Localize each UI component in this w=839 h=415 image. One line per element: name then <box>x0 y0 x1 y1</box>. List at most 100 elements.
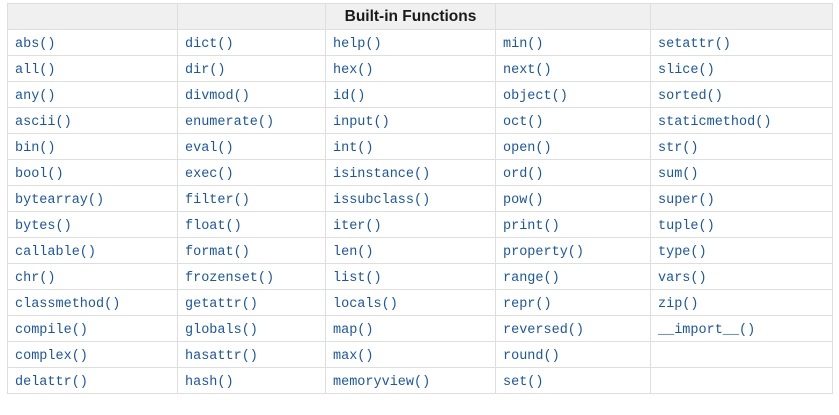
function-link-reversed[interactable]: reversed() <box>503 322 585 338</box>
table-row: compile() globals() map() reversed() __impor… <box>7 315 833 342</box>
function-link-bytes[interactable]: bytes() <box>15 218 72 234</box>
function-link-iter[interactable]: iter() <box>333 218 382 234</box>
function-link-id[interactable]: id() <box>333 88 366 104</box>
function-cell: object() <box>495 81 651 108</box>
header-cell-empty-4 <box>495 3 651 30</box>
function-link-pow[interactable]: pow() <box>503 192 544 208</box>
function-link-sum[interactable]: sum() <box>658 166 699 182</box>
function-link-hasattr[interactable]: hasattr() <box>185 348 258 364</box>
function-link-import[interactable]: __import__() <box>658 322 756 338</box>
function-link-min[interactable]: min() <box>503 36 544 52</box>
function-link-len[interactable]: len() <box>333 244 374 260</box>
function-link-map[interactable]: map() <box>333 322 374 338</box>
function-cell: float() <box>177 211 326 238</box>
function-link-ascii[interactable]: ascii() <box>15 114 72 130</box>
function-link-ord[interactable]: ord() <box>503 166 544 182</box>
function-link-callable[interactable]: callable() <box>15 244 97 260</box>
function-link-delattr[interactable]: delattr() <box>15 374 88 390</box>
function-cell: oct() <box>495 107 651 134</box>
function-cell: set() <box>495 367 651 394</box>
function-link-super[interactable]: super() <box>658 192 715 208</box>
function-cell: dict() <box>177 29 326 56</box>
function-link-exec[interactable]: exec() <box>185 166 234 182</box>
function-link-locals[interactable]: locals() <box>333 296 398 312</box>
function-link-next[interactable]: next() <box>503 62 552 78</box>
table-row: callable() format() len() property() type() <box>7 237 833 264</box>
function-link-float[interactable]: float() <box>185 218 242 234</box>
table-row: bytes() float() iter() print() tuple() <box>7 211 833 238</box>
function-link-staticmethod[interactable]: staticmethod() <box>658 114 772 130</box>
function-link-help[interactable]: help() <box>333 36 382 52</box>
function-link-dict[interactable]: dict() <box>185 36 234 52</box>
function-link-all[interactable]: all() <box>15 62 56 78</box>
function-link-slice[interactable]: slice() <box>658 62 715 78</box>
function-link-print[interactable]: print() <box>503 218 560 234</box>
function-link-abs[interactable]: abs() <box>15 36 56 52</box>
function-link-enumerate[interactable]: enumerate() <box>185 114 275 130</box>
function-cell: round() <box>495 341 651 368</box>
function-link-hash[interactable]: hash() <box>185 374 234 390</box>
function-link-divmod[interactable]: divmod() <box>185 88 250 104</box>
function-cell: map() <box>325 315 496 342</box>
function-link-repr[interactable]: repr() <box>503 296 552 312</box>
function-link-getattr[interactable]: getattr() <box>185 296 258 312</box>
function-link-object[interactable]: object() <box>503 88 568 104</box>
function-cell: property() <box>495 237 651 264</box>
table-row: chr() frozenset() list() range() vars() <box>7 263 833 290</box>
function-link-filter[interactable]: filter() <box>185 192 250 208</box>
function-link-vars[interactable]: vars() <box>658 270 707 286</box>
function-link-max[interactable]: max() <box>333 348 374 364</box>
function-cell: setattr() <box>650 29 833 56</box>
function-cell: staticmethod() <box>650 107 833 134</box>
function-cell: hex() <box>325 55 496 82</box>
function-link-range[interactable]: range() <box>503 270 560 286</box>
table-row: classmethod() getattr() locals() repr() zip(… <box>7 289 833 316</box>
function-cell: callable() <box>7 237 178 264</box>
function-link-sorted[interactable]: sorted() <box>658 88 723 104</box>
function-link-bool[interactable]: bool() <box>15 166 64 182</box>
function-link-oct[interactable]: oct() <box>503 114 544 130</box>
function-cell: id() <box>325 81 496 108</box>
function-cell: compile() <box>7 315 178 342</box>
function-cell: vars() <box>650 263 833 290</box>
function-link-list[interactable]: list() <box>333 270 382 286</box>
function-link-isinstance[interactable]: isinstance() <box>333 166 431 182</box>
function-link-compile[interactable]: compile() <box>15 322 88 338</box>
function-link-any[interactable]: any() <box>15 88 56 104</box>
function-link-globals[interactable]: globals() <box>185 322 258 338</box>
function-link-input[interactable]: input() <box>333 114 390 130</box>
function-cell: iter() <box>325 211 496 238</box>
function-link-memoryview[interactable]: memoryview() <box>333 374 431 390</box>
function-cell: open() <box>495 133 651 160</box>
function-link-type[interactable]: type() <box>658 244 707 260</box>
function-link-classmethod[interactable]: classmethod() <box>15 296 121 312</box>
function-link-str[interactable]: str() <box>658 140 699 156</box>
function-link-open[interactable]: open() <box>503 140 552 156</box>
function-link-round[interactable]: round() <box>503 348 560 364</box>
function-link-setattr[interactable]: setattr() <box>658 36 731 52</box>
function-cell: hasattr() <box>177 341 326 368</box>
function-cell: input() <box>325 107 496 134</box>
function-link-frozenset[interactable]: frozenset() <box>185 270 275 286</box>
function-link-tuple[interactable]: tuple() <box>658 218 715 234</box>
function-cell: getattr() <box>177 289 326 316</box>
function-link-dir[interactable]: dir() <box>185 62 226 78</box>
function-link-zip[interactable]: zip() <box>658 296 699 312</box>
function-link-format[interactable]: format() <box>185 244 250 260</box>
function-cell: type() <box>650 237 833 264</box>
function-cell: next() <box>495 55 651 82</box>
function-link-bytearray[interactable]: bytearray() <box>15 192 105 208</box>
function-link-hex[interactable]: hex() <box>333 62 374 78</box>
function-link-property[interactable]: property() <box>503 244 585 260</box>
function-link-chr[interactable]: chr() <box>15 270 56 286</box>
function-cell: all() <box>7 55 178 82</box>
function-link-bin[interactable]: bin() <box>15 140 56 156</box>
function-link-issubclass[interactable]: issubclass() <box>333 192 431 208</box>
header-cell-empty-2 <box>177 3 326 30</box>
function-cell: zip() <box>650 289 833 316</box>
function-link-set[interactable]: set() <box>503 374 544 390</box>
function-link-complex[interactable]: complex() <box>15 348 88 364</box>
function-link-int[interactable]: int() <box>333 140 374 156</box>
function-link-eval[interactable]: eval() <box>185 140 234 156</box>
table-row: any() divmod() id() object() sorted() <box>7 81 833 108</box>
